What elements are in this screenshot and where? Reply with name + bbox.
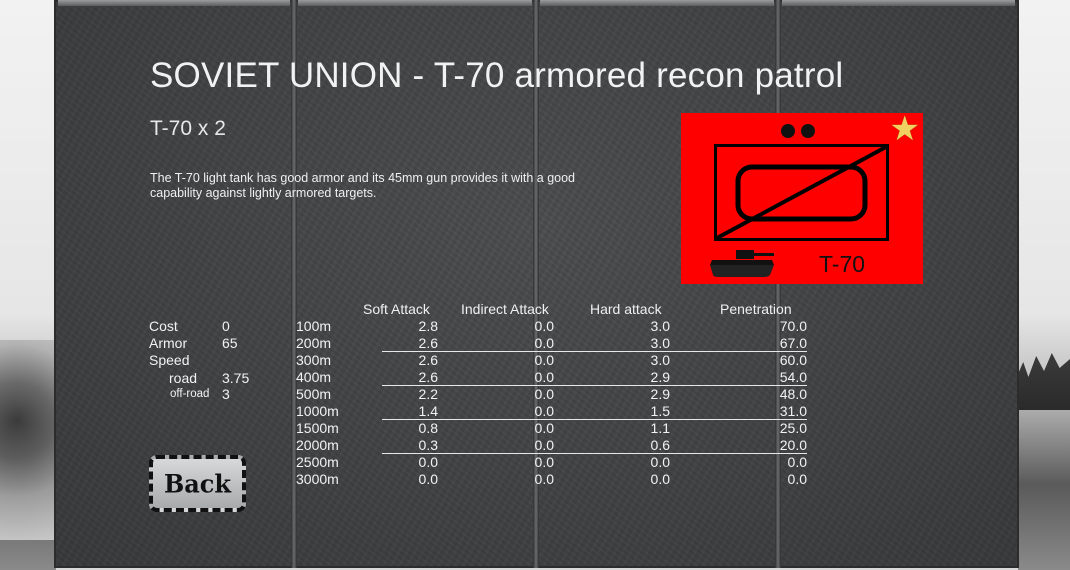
unit-description: The T-70 light tank has good armor and i… <box>150 171 576 200</box>
row-separator <box>382 453 807 454</box>
offroad-speed-label: off-road <box>170 388 210 400</box>
unit-composition: T-70 x 2 <box>150 117 226 140</box>
unit-size-pips <box>781 124 821 143</box>
soft-attack-cell: 0.3 <box>418 437 438 453</box>
soft-attack-cell: 1.4 <box>418 403 438 419</box>
snowy-trees <box>0 340 56 540</box>
range-label: 100m <box>296 318 332 334</box>
offroad-speed-value: 3 <box>222 386 230 402</box>
range-label: 500m <box>296 386 332 402</box>
soft-attack-cell: 2.6 <box>418 335 438 351</box>
panel-seam <box>533 0 539 568</box>
road-speed-label: road <box>169 370 198 386</box>
soft-attack-cell: 2.6 <box>418 369 438 385</box>
header-soft-attack: Soft Attack <box>363 301 430 317</box>
penetration-cell: 0.0 <box>787 454 807 470</box>
row-separator <box>382 385 807 386</box>
header-penetration: Penetration <box>720 301 792 317</box>
header-hard-attack: Hard attack <box>590 301 662 317</box>
indirect-attack-cell: 0.0 <box>534 318 554 334</box>
hard-attack-cell: 3.0 <box>650 318 670 334</box>
penetration-cell: 25.0 <box>779 420 807 436</box>
hard-attack-cell: 0.6 <box>650 437 670 453</box>
panel-seam <box>291 0 297 568</box>
indirect-attack-cell: 0.0 <box>534 454 554 470</box>
back-button[interactable]: Back <box>149 455 246 512</box>
range-label: 1500m <box>296 420 339 436</box>
soft-attack-cell: 2.6 <box>418 352 438 368</box>
soft-attack-cell: 0.0 <box>418 454 438 470</box>
indirect-attack-cell: 0.0 <box>534 352 554 368</box>
indirect-attack-cell: 0.0 <box>534 386 554 402</box>
indirect-attack-cell: 0.0 <box>534 471 554 487</box>
indirect-attack-cell: 0.0 <box>534 420 554 436</box>
penetration-cell: 70.0 <box>779 318 807 334</box>
unit-title: SOVIET UNION - T-70 armored recon patrol <box>150 56 844 95</box>
indirect-attack-cell: 0.0 <box>534 369 554 385</box>
range-label: 400m <box>296 369 332 385</box>
row-separator <box>382 351 807 352</box>
cost-value: 0 <box>222 318 230 334</box>
indirect-attack-cell: 0.0 <box>534 335 554 351</box>
counter-unit-label: T-70 <box>819 251 866 277</box>
back-button-label: Back <box>163 468 232 499</box>
hard-attack-cell: 1.1 <box>650 420 670 436</box>
indirect-attack-cell: 0.0 <box>534 437 554 453</box>
range-label: 300m <box>296 352 332 368</box>
penetration-cell: 0.0 <box>787 471 807 487</box>
hard-attack-cell: 3.0 <box>650 335 670 351</box>
armor-value: 65 <box>222 335 238 351</box>
range-label: 1000m <box>296 403 339 419</box>
penetration-cell: 31.0 <box>779 403 807 419</box>
armor-symbol <box>714 144 889 241</box>
hard-attack-cell: 1.5 <box>650 403 670 419</box>
background-photo-right <box>1018 0 1070 570</box>
hard-attack-cell: 2.9 <box>650 369 670 385</box>
panel-top-bar <box>298 0 532 6</box>
hard-attack-cell: 0.0 <box>650 471 670 487</box>
soft-attack-cell: 2.2 <box>418 386 438 402</box>
treeline <box>1018 353 1070 410</box>
hard-attack-cell: 3.0 <box>650 352 670 368</box>
header-indirect-attack: Indirect Attack <box>461 301 549 317</box>
penetration-cell: 20.0 <box>779 437 807 453</box>
armor-label: Armor <box>149 335 188 351</box>
panel-top-bar <box>58 0 290 6</box>
range-label: 2500m <box>296 454 339 470</box>
background-photo-left <box>0 0 56 570</box>
hard-attack-cell: 2.9 <box>650 386 670 402</box>
tank-silhouette-icon <box>708 248 778 283</box>
panel-seam <box>775 0 781 568</box>
indirect-attack-cell: 0.0 <box>534 403 554 419</box>
range-label: 3000m <box>296 471 339 487</box>
penetration-cell: 60.0 <box>779 352 807 368</box>
cost-label: Cost <box>149 318 178 334</box>
road-speed-value: 3.75 <box>222 370 250 386</box>
soft-attack-cell: 2.8 <box>418 318 438 334</box>
soft-attack-cell: 0.8 <box>418 420 438 436</box>
armor-recon-symbol-icon <box>716 145 887 240</box>
soft-attack-cell: 0.0 <box>418 471 438 487</box>
unit-counter: ★ T-70 <box>681 110 923 284</box>
penetration-cell: 67.0 <box>779 335 807 351</box>
panel-top-bar <box>782 0 1015 6</box>
range-label: 2000m <box>296 437 339 453</box>
hard-attack-cell: 0.0 <box>650 454 670 470</box>
range-label: 200m <box>296 335 332 351</box>
speed-label: Speed <box>149 352 190 368</box>
penetration-cell: 48.0 <box>779 386 807 402</box>
rank-star-icon: ★ <box>889 110 920 148</box>
panel-top-bar <box>540 0 774 6</box>
penetration-cell: 54.0 <box>779 369 807 385</box>
row-separator <box>382 419 807 420</box>
